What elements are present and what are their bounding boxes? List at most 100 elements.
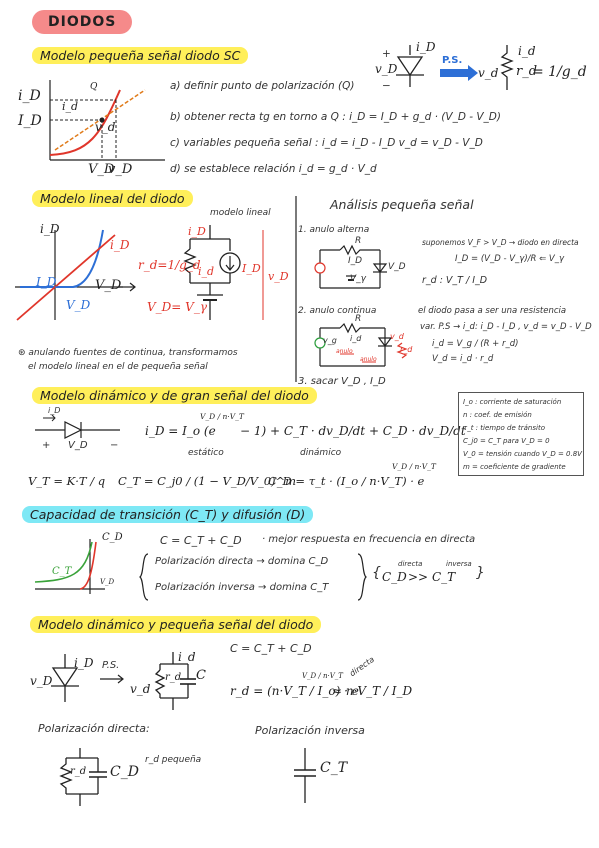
c2-anulo2: anulo — [360, 356, 377, 363]
c1-R: R — [355, 236, 362, 246]
step-c: c) variables pequeña señal : i_d = i_D -… — [170, 137, 483, 149]
c1-ID: I_D — [348, 256, 363, 266]
cap-ct: C_T — [52, 566, 72, 577]
cmp-brace-r: } — [476, 565, 485, 581]
linear-model-circuit — [183, 225, 264, 320]
arrow-right-icon — [118, 282, 136, 292]
analysis-step1: 1. anulo alterna — [298, 225, 370, 235]
s6-vd: v_d — [130, 682, 151, 696]
main-eq-a: i_D = I_o (e — [145, 424, 216, 438]
top-rd-eq: = 1/g_d — [532, 64, 587, 80]
cmp-mid: >> — [408, 570, 429, 584]
pol-directa: Polarización directa → domina C_D — [155, 556, 329, 567]
estatico-label: estático — [188, 448, 224, 458]
section1-heading: Modelo pequeña señal diodo SC — [32, 47, 249, 64]
id-formula: I_D = (V_D - V_γ)/R ⇐ V_γ — [455, 254, 565, 264]
ls-minus: − — [110, 440, 119, 451]
rc-dir-CD: C_D — [110, 764, 139, 780]
page-title: DIODOS — [32, 10, 133, 34]
linear-vd-eq: V_D= V_γ — [147, 300, 207, 314]
linear-iD: i_D — [188, 225, 206, 238]
vt-eq: V_T = K·T / q — [28, 474, 106, 488]
legend-item: I_o : corriente de saturación — [463, 398, 562, 406]
section2-heading: Modelo lineal del diodo — [32, 190, 193, 207]
graph-Q: Q — [90, 82, 98, 92]
c-inv-CT: C_T — [320, 760, 348, 776]
diodo-pasa: el diodo pasa a ser una resistencia — [418, 306, 567, 316]
cmp-left: C_D — [382, 570, 407, 584]
note-line1: ⊛ anulando fuentes de continua, transfor… — [18, 348, 238, 358]
linear-rd-eq: r_d=1/g_d — [138, 258, 201, 272]
cd-eq: C_D = τ_t · (I_o / n·V_T) · e — [268, 474, 425, 488]
cmp-brace-l: { — [372, 565, 381, 581]
cap-cd: C_D — [102, 532, 123, 543]
c2-vd: v_d — [390, 332, 404, 341]
legend-item: C_j0 = C_T para V_D = 0 — [463, 437, 550, 445]
arrow-blue-icon — [440, 65, 478, 81]
arrow-ps-icon — [100, 674, 124, 684]
s6-rd-eq-a: r_d = (n·V_T / I_o) · e — [230, 684, 359, 698]
c2-id: i_d — [350, 334, 362, 343]
c2-R: R — [355, 314, 362, 324]
top-id: i_d — [518, 44, 536, 58]
resistor-top-icon — [500, 45, 514, 90]
section4-heading: Modelo dinámico y de gran señal del diod… — [32, 387, 317, 404]
graph-iD: i_D — [18, 88, 41, 104]
s6-directa: directa — [347, 654, 377, 679]
analysis-bracket — [295, 196, 297, 382]
graph-id: i_d — [62, 100, 79, 113]
dinamico-label: dinámico — [300, 448, 342, 458]
rc-small-signal — [154, 652, 196, 710]
s6-rd-eq-b: ≈ n·V_T / I_D — [332, 684, 413, 698]
top-minus: − — [382, 80, 391, 92]
note-line2: el modelo lineal en el de pequeña señal — [28, 362, 208, 372]
legend-item: V_0 = tensión cuando V_D = 0.8V — [463, 450, 582, 458]
c1-Vg: V_γ — [350, 274, 366, 284]
c1-VD: V_D — [388, 262, 406, 272]
analysis-step3: 3. sacar V_D , I_D — [298, 376, 386, 387]
legend-item: n : coef. de emisión — [463, 411, 532, 419]
diode-large-signal — [35, 414, 120, 439]
s6-rd: r_d — [165, 672, 182, 683]
id-eq: i_d = V_g / (R + r_d) — [432, 339, 519, 349]
diode-small-signal — [51, 654, 79, 702]
cd-exp: V_D / n·V_T — [392, 462, 436, 471]
graph2-iD-red: i_D — [110, 238, 130, 252]
legend-item: τ_t : tiempo de tránsito — [463, 424, 545, 432]
graph2-VD-blue: V_D — [66, 298, 91, 312]
brace-left-icon — [139, 553, 149, 601]
section6-heading: Modelo dinámico y pequeña señal del diod… — [30, 616, 322, 633]
graph2-iD-axis: i_D — [40, 222, 60, 236]
linear-ID-src: I_D — [242, 262, 261, 275]
graph-VD: V_D — [88, 162, 115, 177]
top-iD: i_D — [416, 40, 436, 54]
s6-c-eq: C = C_T + C_D — [230, 642, 312, 655]
rc-directa — [59, 748, 107, 806]
capacitance-graph — [34, 539, 105, 594]
linear-vD: v_D — [268, 270, 289, 283]
section3-heading: Análisis pequeña señal — [330, 197, 474, 212]
cap-c-eq: C = C_T + C_D — [160, 534, 242, 547]
step-a: a) definir punto de polarización (Q) — [170, 80, 355, 92]
s6-iD: i_D — [74, 656, 94, 670]
graph-vD: v_D — [108, 162, 133, 177]
vd-eq: V_d = i_d · r_d — [432, 354, 494, 364]
ls-vD: V_D — [68, 440, 88, 451]
top-rd: r_d — [516, 64, 538, 79]
analysis-step2: 2. anulo continua — [298, 306, 377, 316]
linear-id: i_d — [198, 265, 215, 278]
circuit-dc — [314, 244, 388, 289]
s6-C: C — [196, 668, 206, 683]
legend-box: I_o : corriente de saturación n : coef. … — [458, 392, 584, 476]
top-plus: + — [382, 48, 391, 60]
modelo-lineal-label: modelo lineal — [210, 208, 271, 218]
top-vD: v_D — [375, 62, 398, 76]
var-ps: var. P.S → i_d: i_D - I_D , v_d = v_D - … — [420, 322, 592, 332]
graph-vd: v_d — [95, 120, 116, 134]
s6-pol-dir: Polarización directa: — [38, 722, 150, 735]
mejor-respuesta: · mejor respuesta en frecuencia en direc… — [262, 534, 476, 545]
rd-pequena: r_d pequeña — [145, 755, 202, 765]
circuit-ac — [314, 322, 408, 367]
rd-formula: r_d : V_T / I_D — [422, 275, 488, 286]
tangent-graph — [49, 80, 165, 161]
